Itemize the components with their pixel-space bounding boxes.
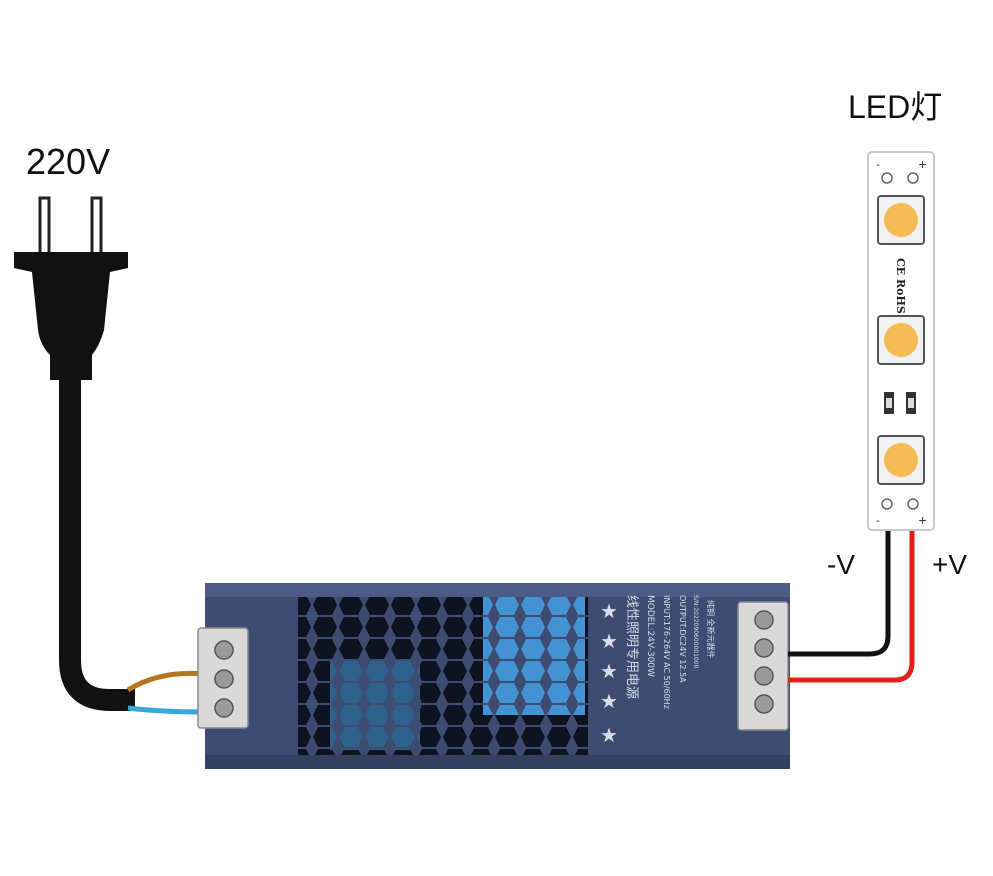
psu-star: ★ — [600, 723, 618, 747]
positive-wire — [788, 510, 915, 683]
mains-voltage-label: 220V — [26, 141, 110, 182]
psu-vent-glow — [483, 597, 585, 715]
plug-prong-left — [38, 196, 51, 258]
strip-pad-plus-top: + — [918, 158, 927, 171]
plug-head — [14, 252, 128, 380]
live-wire — [126, 670, 206, 693]
psu-star: ★ — [600, 689, 618, 713]
psu-star: ★ — [600, 629, 618, 653]
led-chip — [877, 435, 925, 485]
psu-serial: S/N:2022090600001000 — [692, 595, 699, 669]
power-plug — [14, 196, 128, 380]
negative-voltage-label: -V — [827, 549, 855, 580]
psu-model: MODEL:24V-300W — [645, 595, 655, 677]
led-chip — [877, 195, 925, 245]
strip-pad-minus-bottom: - — [876, 514, 880, 527]
led-chip — [877, 315, 925, 365]
plug-prong-right — [90, 196, 103, 258]
psu-star: ★ — [600, 659, 618, 683]
strip-pad-plus-bottom: + — [918, 514, 927, 527]
power-supply: ★ ★ ★ ★ ★ 线性照明专用电源 MODEL:24V-300W INPUT:… — [197, 583, 790, 769]
psu-star: ★ — [600, 599, 618, 623]
led-strip: - + CE RoHS - + — [867, 151, 935, 531]
output-terminal-block — [737, 601, 789, 731]
psu-title: 线性照明专用电源 — [624, 595, 639, 699]
positive-voltage-label: +V — [932, 549, 967, 580]
led-title-label: LED灯 — [848, 89, 942, 125]
strip-pad-minus-top: - — [876, 158, 880, 171]
psu-extra: 纯铜 全新元器件 — [706, 600, 716, 659]
input-terminal-block — [197, 627, 249, 729]
psu-output: OUTPUT:DC24V 12.5A — [678, 595, 687, 683]
neutral-wire — [127, 705, 206, 715]
strip-certification-marks: CE RoHS — [894, 258, 907, 314]
psu-input: INPUT:176-264V AC 50/60Hz — [662, 595, 671, 709]
mains-cable — [59, 375, 135, 711]
negative-wire — [788, 510, 891, 657]
